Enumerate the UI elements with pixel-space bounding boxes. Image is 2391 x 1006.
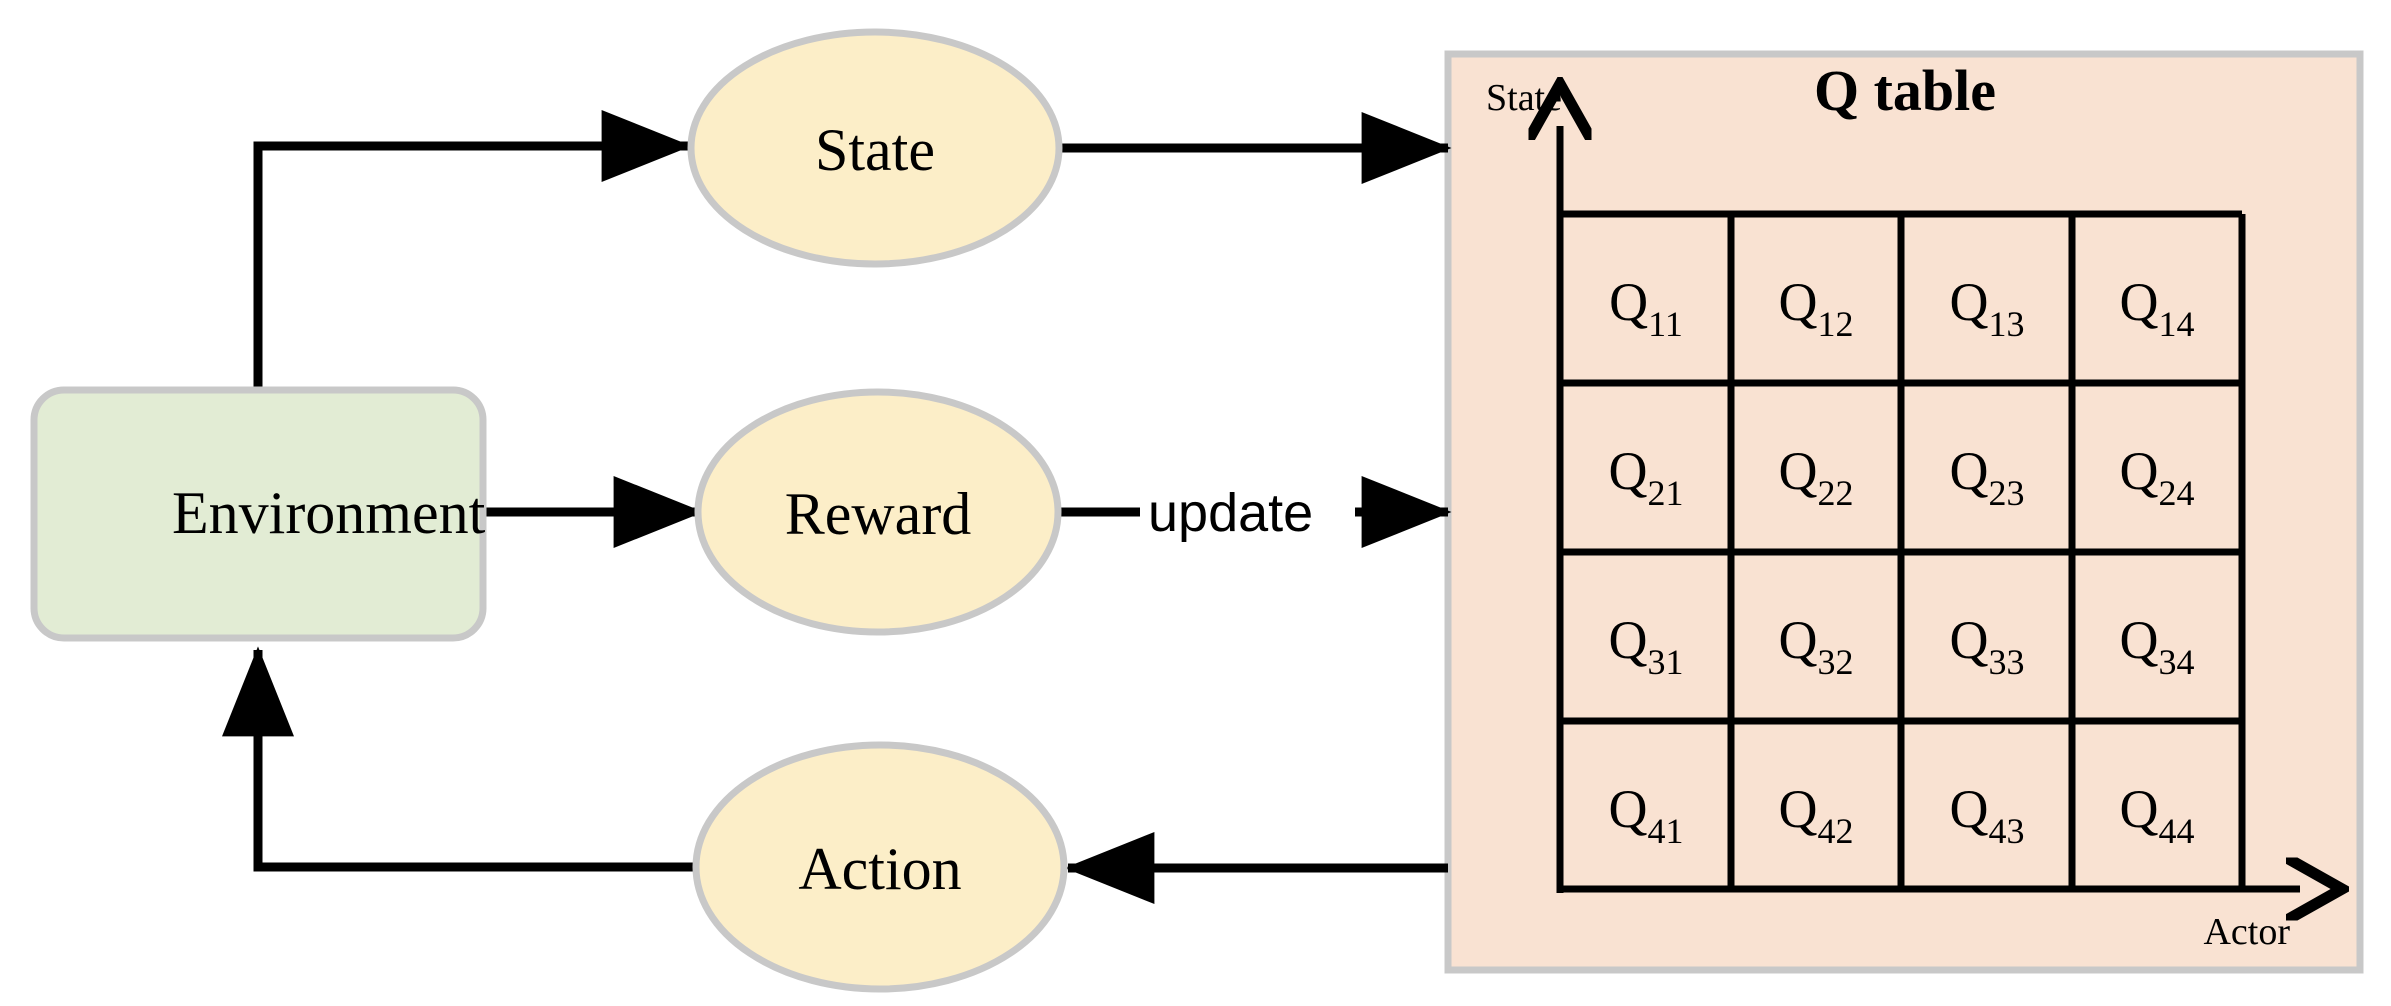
qtable-cell-sub: 11 bbox=[1648, 304, 1683, 344]
qtable-cell: Q21 bbox=[1609, 441, 1684, 513]
qtable-cell: Q42 bbox=[1779, 779, 1854, 851]
qtable-cell: Q22 bbox=[1779, 441, 1854, 513]
qtable-cell-sub: 12 bbox=[1818, 304, 1854, 344]
qtable-cell: Q41 bbox=[1609, 779, 1684, 851]
qtable-cell-sub: 24 bbox=[2159, 473, 2195, 513]
qtable-cell: Q32 bbox=[1779, 610, 1854, 682]
qtable-cell-base: Q bbox=[1779, 272, 1818, 332]
svg-text:Q12: Q12 bbox=[1779, 272, 1854, 344]
qtable-cell-base: Q bbox=[2120, 441, 2159, 501]
qtable-cell: Q44 bbox=[2120, 779, 2195, 851]
svg-text:Q44: Q44 bbox=[2120, 779, 2195, 851]
svg-text:Q32: Q32 bbox=[1779, 610, 1854, 682]
qtable-cell: Q14 bbox=[2120, 272, 2195, 344]
qtable-x-axis-label: Actor bbox=[2203, 911, 2290, 953]
qtable-cell-sub: 41 bbox=[1648, 811, 1684, 851]
qtable-cell-base: Q bbox=[1609, 272, 1648, 332]
qtable-title: Q table bbox=[1814, 58, 1996, 123]
svg-text:Q13: Q13 bbox=[1950, 272, 2025, 344]
qtable-cell: Q34 bbox=[2120, 610, 2195, 682]
qtable-cell-base: Q bbox=[1950, 272, 1989, 332]
qtable-cell-base: Q bbox=[2120, 779, 2159, 839]
svg-text:Q14: Q14 bbox=[2120, 272, 2195, 344]
node-action-label: Action bbox=[798, 836, 961, 902]
svg-text:Q42: Q42 bbox=[1779, 779, 1854, 851]
qtable-cell-base: Q bbox=[1609, 610, 1648, 670]
qtable-cell-base: Q bbox=[1609, 441, 1648, 501]
qtable-cell: Q33 bbox=[1950, 610, 2025, 682]
node-action[interactable] bbox=[692, 741, 1068, 993]
qtable-cell-sub: 42 bbox=[1818, 811, 1854, 851]
qtable-cell-sub: 22 bbox=[1818, 473, 1854, 513]
svg-text:Q22: Q22 bbox=[1779, 441, 1854, 513]
edge-label-update: update bbox=[1148, 483, 1313, 543]
qtable-cell: Q23 bbox=[1950, 441, 2025, 513]
qtable-cell-base: Q bbox=[1950, 779, 1989, 839]
qtable-cell: Q31 bbox=[1609, 610, 1684, 682]
qtable-cell-sub: 32 bbox=[1818, 642, 1854, 682]
qtable-cell: Q24 bbox=[2120, 441, 2195, 513]
node-state-label: State bbox=[815, 117, 935, 183]
qtable-cell-sub: 44 bbox=[2159, 811, 2195, 851]
svg-text:Q11: Q11 bbox=[1609, 272, 1683, 344]
qtable-cell-sub: 13 bbox=[1989, 304, 2025, 344]
svg-text:Q23: Q23 bbox=[1950, 441, 2025, 513]
svg-text:Q41: Q41 bbox=[1609, 779, 1684, 851]
qtable-cell-base: Q bbox=[1950, 441, 1989, 501]
qtable-cell-base: Q bbox=[1779, 610, 1818, 670]
svg-text:Q31: Q31 bbox=[1609, 610, 1684, 682]
qtable-cell-sub: 21 bbox=[1648, 473, 1684, 513]
qtable-y-axis-label: State bbox=[1486, 77, 1562, 119]
svg-text:Q43: Q43 bbox=[1950, 779, 2025, 851]
qtable-cell-sub: 23 bbox=[1989, 473, 2025, 513]
svg-text:Q34: Q34 bbox=[2120, 610, 2195, 682]
qtable-cell-base: Q bbox=[1609, 779, 1648, 839]
svg-text:Q21: Q21 bbox=[1609, 441, 1684, 513]
qtable-cell: Q11 bbox=[1609, 272, 1683, 344]
qtable-cell-sub: 14 bbox=[2159, 304, 2195, 344]
environment-box[interactable] bbox=[30, 386, 487, 642]
node-reward[interactable] bbox=[694, 388, 1062, 636]
svg-text:Q24: Q24 bbox=[2120, 441, 2195, 513]
qtable-cell-sub: 34 bbox=[2159, 642, 2195, 682]
svg-text:Q33: Q33 bbox=[1950, 610, 2025, 682]
qtable-cell-sub: 33 bbox=[1989, 642, 2025, 682]
qtable-cell-base: Q bbox=[2120, 610, 2159, 670]
qtable-cell-base: Q bbox=[1950, 610, 1989, 670]
environment-label: Environment bbox=[172, 480, 486, 546]
edge-env-to-state bbox=[253, 110, 692, 400]
node-reward-label: Reward bbox=[785, 481, 972, 547]
node-state[interactable] bbox=[687, 28, 1063, 268]
qtable-cell-base: Q bbox=[2120, 272, 2159, 332]
qtable-cell-sub: 31 bbox=[1648, 642, 1684, 682]
qtable-cell: Q13 bbox=[1950, 272, 2025, 344]
qtable-cell-base: Q bbox=[1779, 441, 1818, 501]
qtable-cell: Q12 bbox=[1779, 272, 1854, 344]
qtable-cell-base: Q bbox=[1779, 779, 1818, 839]
edge-action-to-env bbox=[222, 646, 700, 872]
qtable-cell: Q43 bbox=[1950, 779, 2025, 851]
qtable-cell-sub: 43 bbox=[1989, 811, 2025, 851]
